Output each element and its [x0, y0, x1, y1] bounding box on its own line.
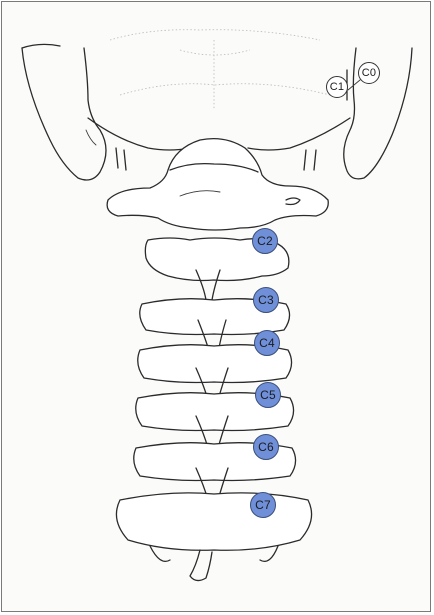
vertebra-label-c6: C6	[253, 434, 279, 460]
vertebra-label-c1: C1	[326, 76, 348, 98]
right-occipital	[248, 48, 412, 179]
vertebra-label-c3: C3	[253, 287, 279, 313]
vertebra-label-c0: C0	[358, 62, 380, 84]
vertebra-label-c4: C4	[254, 330, 280, 356]
vertebra-label-c7: C7	[250, 492, 276, 518]
vertebra-label-c5: C5	[255, 382, 281, 408]
vertebra-c7	[116, 493, 311, 581]
skull-base-outline	[110, 30, 330, 110]
vertebra-label-c2: C2	[252, 228, 278, 254]
left-occipital	[22, 44, 190, 180]
atlas	[107, 139, 328, 230]
